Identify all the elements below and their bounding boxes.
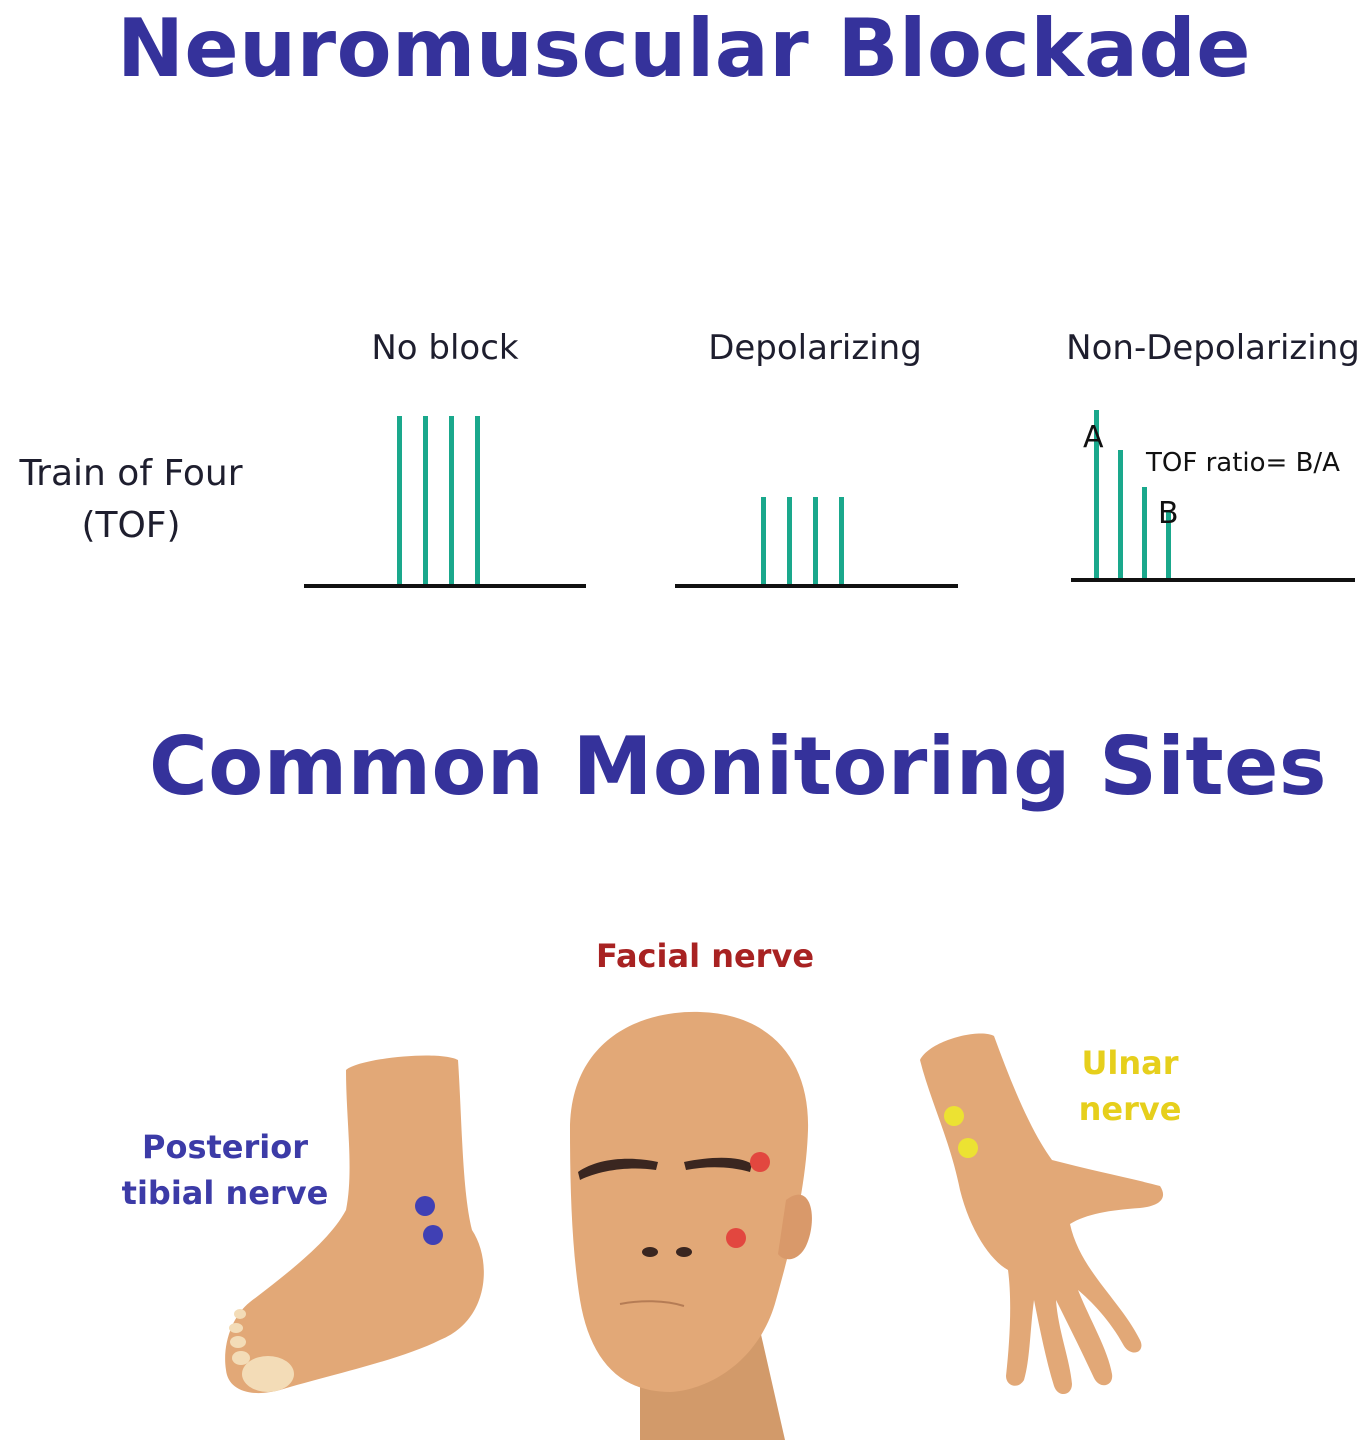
right-nostril — [676, 1247, 692, 1257]
tof-baseline — [1071, 578, 1355, 582]
tibial-label-line2: tibial nerve — [121, 1174, 329, 1212]
left-nostril — [642, 1247, 658, 1257]
ulnar-nerve-label: Ulnar nerve — [1060, 1040, 1200, 1132]
tof-row-label: Train of Four (TOF) — [0, 448, 262, 552]
annotation-b: B — [1158, 496, 1179, 531]
facial-nerve-label: Facial nerve — [595, 937, 815, 975]
mouth — [619, 1300, 685, 1307]
right-eyebrow — [684, 1157, 752, 1172]
page-title: Neuromuscular Blockade — [116, 2, 1252, 95]
toenail — [232, 1351, 250, 1365]
toenail — [234, 1309, 246, 1319]
tof-bar — [1118, 450, 1123, 578]
toenail-big — [242, 1356, 294, 1392]
tof-bar — [423, 416, 428, 584]
tof-bar — [1166, 512, 1171, 578]
foot-illustration — [225, 1055, 484, 1394]
column-label-depolarizing: Depolarizing — [708, 328, 922, 368]
tof-bar — [475, 416, 480, 584]
tof-ratio-label: TOF ratio= B/A — [1146, 448, 1340, 478]
tibial-nerve-label: Posterior tibial nerve — [110, 1124, 340, 1216]
tof-bar — [839, 497, 844, 584]
tibial-electrode-1 — [415, 1196, 435, 1216]
ear — [778, 1194, 812, 1260]
tof-bar — [397, 416, 402, 584]
annotation-a: A — [1083, 420, 1104, 455]
head-illustration — [570, 1011, 812, 1440]
ulnar-label-line2: nerve — [1078, 1090, 1182, 1128]
tof-row-label-line1: Train of Four — [19, 453, 243, 494]
tof-bar — [813, 497, 818, 584]
column-label-non-depolarizing: Non-Depolarizing — [1066, 328, 1360, 368]
column-label-no-block: No block — [371, 328, 519, 368]
tof-bar — [449, 416, 454, 584]
tof-row-label-line2: (TOF) — [81, 505, 181, 546]
facial-electrode-2 — [726, 1228, 746, 1248]
left-eyebrow — [578, 1158, 658, 1180]
facial-electrode-1 — [750, 1152, 770, 1172]
tof-bar — [1094, 410, 1099, 578]
toenail — [230, 1336, 246, 1348]
tof-baseline — [675, 584, 958, 588]
tof-bar — [1142, 487, 1147, 578]
tibial-electrode-2 — [423, 1225, 443, 1245]
tof-bar — [761, 497, 766, 584]
sites-title: Common Monitoring Sites — [149, 720, 1327, 813]
ulnar-electrode-2 — [958, 1138, 978, 1158]
tof-baseline — [304, 584, 586, 588]
tof-bar — [787, 497, 792, 584]
toenail — [229, 1323, 243, 1333]
ulnar-electrode-1 — [944, 1106, 964, 1126]
ulnar-label-line1: Ulnar — [1081, 1044, 1179, 1082]
tibial-label-line1: Posterior — [142, 1128, 308, 1166]
hand-illustration — [920, 1033, 1164, 1395]
